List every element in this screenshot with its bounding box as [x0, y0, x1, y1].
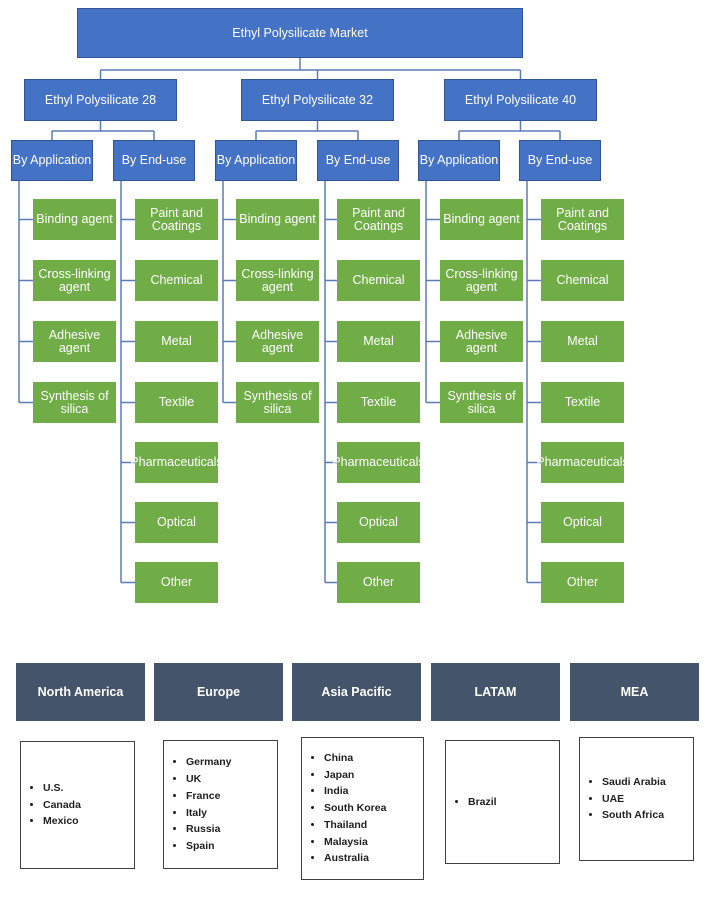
application-leaf: Synthesis of silica — [236, 382, 319, 423]
country-item: Mexico — [43, 813, 81, 830]
application-leaf: Synthesis of silica — [33, 382, 116, 423]
country-item: UAE — [602, 791, 666, 808]
region-header: MEA — [570, 663, 699, 721]
country-item: China — [324, 750, 386, 767]
root-node: Ethyl Polysilicate Market — [77, 8, 523, 58]
by-application-node-1: By Application — [11, 140, 93, 181]
country-list: GermanyUKFranceItalyRussiaSpain — [174, 754, 232, 855]
country-list-box: ChinaJapanIndiaSouth KoreaThailandMalays… — [301, 737, 424, 880]
application-leaf: Cross-linking agent — [236, 260, 319, 301]
country-list-box: Saudi ArabiaUAESouth Africa — [579, 737, 694, 861]
product-node-3: Ethyl Polysilicate 40 — [444, 79, 597, 121]
country-item: Russia — [186, 821, 232, 838]
enduse-leaf: Optical — [337, 502, 420, 543]
country-item: South Korea — [324, 800, 386, 817]
country-item: India — [324, 783, 386, 800]
enduse-leaf: Textile — [135, 382, 218, 423]
enduse-leaf: Pharmaceuticals — [536, 442, 629, 483]
by-enduse-node-1: By End-use — [113, 140, 195, 181]
enduse-leaf: Paint and Coatings — [541, 199, 624, 240]
country-list: Saudi ArabiaUAESouth Africa — [590, 774, 666, 824]
enduse-leaf: Textile — [541, 382, 624, 423]
product-node-1: Ethyl Polysilicate 28 — [24, 79, 177, 121]
country-item: Italy — [186, 805, 232, 822]
country-list: ChinaJapanIndiaSouth KoreaThailandMalays… — [312, 750, 386, 868]
enduse-leaf: Chemical — [541, 260, 624, 301]
enduse-leaf: Optical — [135, 502, 218, 543]
enduse-leaf: Metal — [135, 321, 218, 362]
country-item: Malaysia — [324, 834, 386, 851]
country-list: Brazil — [456, 794, 497, 811]
country-item: Spain — [186, 838, 232, 855]
by-enduse-node-3: By End-use — [519, 140, 601, 181]
by-enduse-node-2: By End-use — [317, 140, 399, 181]
country-item: UK — [186, 771, 232, 788]
application-leaf: Synthesis of silica — [440, 382, 523, 423]
country-item: Australia — [324, 850, 386, 867]
region-header: Asia Pacific — [292, 663, 421, 721]
country-item: Germany — [186, 754, 232, 771]
product-node-2: Ethyl Polysilicate 32 — [241, 79, 394, 121]
country-list-box: GermanyUKFranceItalyRussiaSpain — [163, 740, 278, 869]
enduse-leaf: Textile — [337, 382, 420, 423]
enduse-leaf: Other — [135, 562, 218, 603]
application-leaf: Adhesive agent — [236, 321, 319, 362]
application-leaf: Binding agent — [440, 199, 523, 240]
application-leaf: Cross-linking agent — [33, 260, 116, 301]
enduse-leaf: Pharmaceuticals — [130, 442, 223, 483]
enduse-leaf: Chemical — [337, 260, 420, 301]
application-leaf: Binding agent — [33, 199, 116, 240]
country-item: U.S. — [43, 780, 81, 797]
application-leaf: Adhesive agent — [440, 321, 523, 362]
enduse-leaf: Other — [337, 562, 420, 603]
enduse-leaf: Metal — [541, 321, 624, 362]
country-list-box: U.S.CanadaMexico — [20, 741, 135, 869]
enduse-leaf: Pharmaceuticals — [332, 442, 425, 483]
country-item: Canada — [43, 797, 81, 814]
enduse-leaf: Optical — [541, 502, 624, 543]
by-application-node-2: By Application — [215, 140, 297, 181]
country-item: Brazil — [468, 794, 497, 811]
enduse-leaf: Chemical — [135, 260, 218, 301]
country-item: South Africa — [602, 807, 666, 824]
region-header: LATAM — [431, 663, 560, 721]
application-leaf: Binding agent — [236, 199, 319, 240]
enduse-leaf: Other — [541, 562, 624, 603]
country-item: Saudi Arabia — [602, 774, 666, 791]
region-header: North America — [16, 663, 145, 721]
region-header: Europe — [154, 663, 283, 721]
country-list: U.S.CanadaMexico — [31, 780, 81, 830]
country-item: Thailand — [324, 817, 386, 834]
country-item: Japan — [324, 767, 386, 784]
country-item: France — [186, 788, 232, 805]
application-leaf: Adhesive agent — [33, 321, 116, 362]
enduse-leaf: Paint and Coatings — [135, 199, 218, 240]
application-leaf: Cross-linking agent — [440, 260, 523, 301]
enduse-leaf: Paint and Coatings — [337, 199, 420, 240]
country-list-box: Brazil — [445, 740, 560, 864]
by-application-node-3: By Application — [418, 140, 500, 181]
enduse-leaf: Metal — [337, 321, 420, 362]
